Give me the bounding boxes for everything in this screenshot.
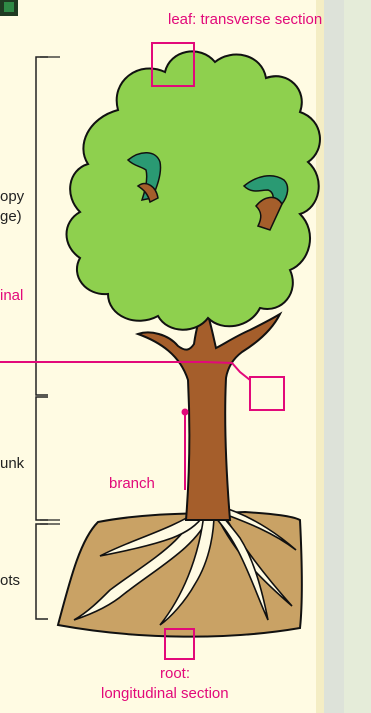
stem-label: inal [0,287,24,304]
root-label-line1: root: [160,665,191,682]
roots-label: ots [0,572,21,589]
panel-divider [324,0,344,713]
branch-dot [181,408,189,416]
callouts [0,42,285,660]
leaf-box [151,42,195,87]
canopy-bracket [35,56,48,396]
corner-marker-inner [4,2,14,12]
root-box [164,628,195,660]
root-label-line2: longitudinal section [101,685,229,702]
leaf-label: leaf: transverse section [168,11,323,28]
trunk [134,302,283,521]
trunk-label: unk [0,455,25,472]
canopy-branches [126,152,289,231]
panel-edge [316,0,324,713]
branch-label: branch [109,475,155,492]
stem-box [249,376,285,411]
canopy-label-line2: ge) [0,208,22,225]
side-panel [344,0,371,713]
roots-bracket [35,523,48,620]
foliage [65,50,321,331]
canopy-label-line1: opy [0,188,25,205]
stem-leader [0,361,251,381]
trunk-bracket [35,396,48,521]
